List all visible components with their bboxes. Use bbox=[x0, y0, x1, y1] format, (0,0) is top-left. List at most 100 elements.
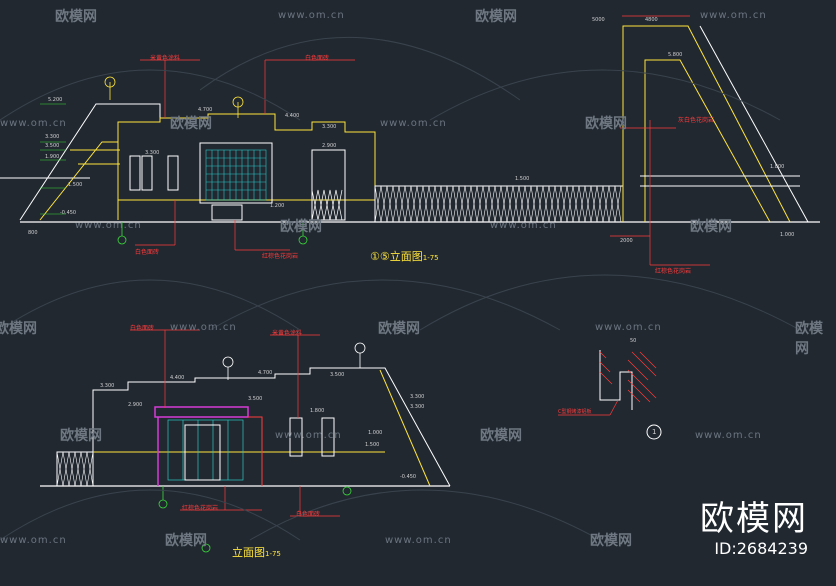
axis-markers-top bbox=[117, 222, 308, 245]
level-label: 3.500 bbox=[330, 372, 345, 378]
wedge-bottom-inner bbox=[379, 369, 431, 487]
glass-door-bottom bbox=[167, 419, 244, 481]
level-ticks-left bbox=[40, 103, 66, 215]
watermark-logo: 欧模网 bbox=[378, 321, 420, 337]
bottom-elevation bbox=[40, 329, 451, 553]
level-label: 5.800 bbox=[668, 52, 683, 58]
canopy-frame bbox=[154, 406, 249, 418]
level-label: 4.400 bbox=[170, 375, 185, 381]
watermark-url: www.om.cn bbox=[0, 118, 67, 129]
watermark-logo: 欧模网 bbox=[60, 428, 102, 444]
watermark-logo: 欧模网 bbox=[590, 533, 632, 549]
sliding-gate-short bbox=[311, 189, 343, 221]
level-label: 3.300 bbox=[145, 150, 160, 156]
window-2 bbox=[141, 155, 153, 191]
level-label: -0.450 bbox=[60, 210, 77, 216]
level-label: 1.900 bbox=[45, 154, 60, 160]
level-label: 1.800 bbox=[310, 408, 325, 414]
watermark-logo: 欧模网 bbox=[170, 116, 212, 132]
axis-markers-bottom bbox=[158, 486, 352, 553]
door-leaf bbox=[184, 424, 221, 481]
detail-hatch bbox=[558, 351, 657, 416]
detail-profile bbox=[599, 350, 633, 410]
brand-logo-text: 欧模网 bbox=[700, 499, 808, 539]
watermark-logo: 欧模网 bbox=[55, 9, 97, 25]
level-label: 2.900 bbox=[128, 402, 143, 408]
title-text: 立面图 bbox=[389, 250, 423, 263]
watermark-url: www.om.cn bbox=[700, 10, 767, 21]
window-b2 bbox=[321, 417, 335, 457]
level-label: 3.300 bbox=[322, 124, 337, 130]
window-b1 bbox=[289, 417, 303, 457]
watermark-url: www.om.cn bbox=[490, 220, 557, 231]
wedge-inner bbox=[39, 141, 118, 221]
watermark-url: www.om.cn bbox=[0, 535, 67, 546]
watermark-url: www.om.cn bbox=[278, 10, 345, 21]
watermark-logo: 欧模网 bbox=[165, 533, 207, 549]
glass-frame-top bbox=[199, 142, 273, 204]
note-material: 红棕色花岗岩 bbox=[262, 253, 299, 260]
elevation-title-bottom: 立面图1-75 bbox=[232, 544, 281, 560]
brand-id: ID:2684239 bbox=[714, 539, 808, 558]
red-leaders-top bbox=[135, 15, 710, 266]
level-label: 4.700 bbox=[198, 107, 213, 113]
detail-marker-circle bbox=[646, 424, 662, 440]
detail-dim: 50 bbox=[630, 338, 637, 344]
level-label: 1.000 bbox=[368, 430, 383, 436]
level-label: 1.500 bbox=[68, 182, 83, 188]
title-scale: 1-75 bbox=[422, 254, 439, 262]
detail-note: C型钢烤漆铝板 bbox=[558, 409, 592, 415]
pylon-inner bbox=[644, 59, 771, 223]
axis-start-label: ① bbox=[370, 250, 380, 263]
watermark-logo: 欧模网 bbox=[585, 116, 627, 132]
watermark-logo: 欧模网 bbox=[475, 9, 517, 25]
level-label: 2.900 bbox=[322, 143, 337, 149]
red-frame bbox=[248, 416, 263, 486]
level-label: 1.800 bbox=[770, 164, 785, 170]
note-material: 米黄色涂料 bbox=[150, 55, 181, 62]
level-label: 4.700 bbox=[258, 370, 273, 376]
note-material: 红棕色花岗岩 bbox=[182, 505, 219, 512]
entrance-door bbox=[211, 204, 243, 221]
red-leaders-bottom bbox=[130, 329, 340, 517]
axis-end-label: ⑤ bbox=[379, 250, 390, 263]
watermark-logo: 欧模网 bbox=[690, 219, 732, 235]
note-material: 灰白色花岗岩 bbox=[678, 117, 715, 124]
watermark-url: www.om.cn bbox=[385, 535, 452, 546]
note-material: 白色面砖 bbox=[130, 325, 155, 332]
dim-label: 5000 bbox=[592, 17, 605, 23]
dim-label: 4800 bbox=[645, 17, 658, 23]
level-label: 4.400 bbox=[285, 113, 300, 119]
elevation-title-top: ①⑤立面图1-75 bbox=[370, 248, 439, 264]
gatehouse-outline bbox=[117, 113, 376, 220]
note-material: 白色面砖 bbox=[296, 511, 321, 518]
sliding-fence bbox=[374, 185, 622, 223]
watermark-logo: 欧模网 bbox=[0, 321, 37, 337]
glass-grid-top bbox=[205, 149, 267, 201]
window-1 bbox=[129, 155, 141, 191]
detail-marker-label: 1 bbox=[652, 428, 657, 436]
level-label: -0.450 bbox=[400, 474, 417, 480]
watermark-url: www.om.cn bbox=[595, 322, 662, 333]
gate-opening bbox=[311, 149, 346, 221]
pylon-edge bbox=[699, 25, 809, 223]
dim-label: 800 bbox=[28, 230, 38, 236]
note-material: 米黄色涂料 bbox=[272, 330, 303, 337]
level-label: 3.300 bbox=[45, 134, 60, 140]
watermark-arcs bbox=[0, 37, 801, 541]
level-label: 3.500 bbox=[248, 396, 263, 402]
watermark-logo: 欧模网 bbox=[280, 219, 322, 235]
title-text: 立面图 bbox=[232, 546, 265, 559]
watermark-logo: 欧模网 bbox=[795, 321, 823, 357]
watermark-url: www.om.cn bbox=[695, 430, 762, 441]
detail-section bbox=[558, 350, 662, 440]
note-material: 白色面砖 bbox=[305, 55, 330, 62]
watermark-url: www.om.cn bbox=[170, 322, 237, 333]
window-3 bbox=[167, 155, 179, 191]
title-scale: 1-75 bbox=[265, 550, 281, 558]
watermark-url: www.om.cn bbox=[380, 118, 447, 129]
watermark-logo: 欧模网 bbox=[480, 428, 522, 444]
dim-label: 2000 bbox=[620, 238, 633, 244]
